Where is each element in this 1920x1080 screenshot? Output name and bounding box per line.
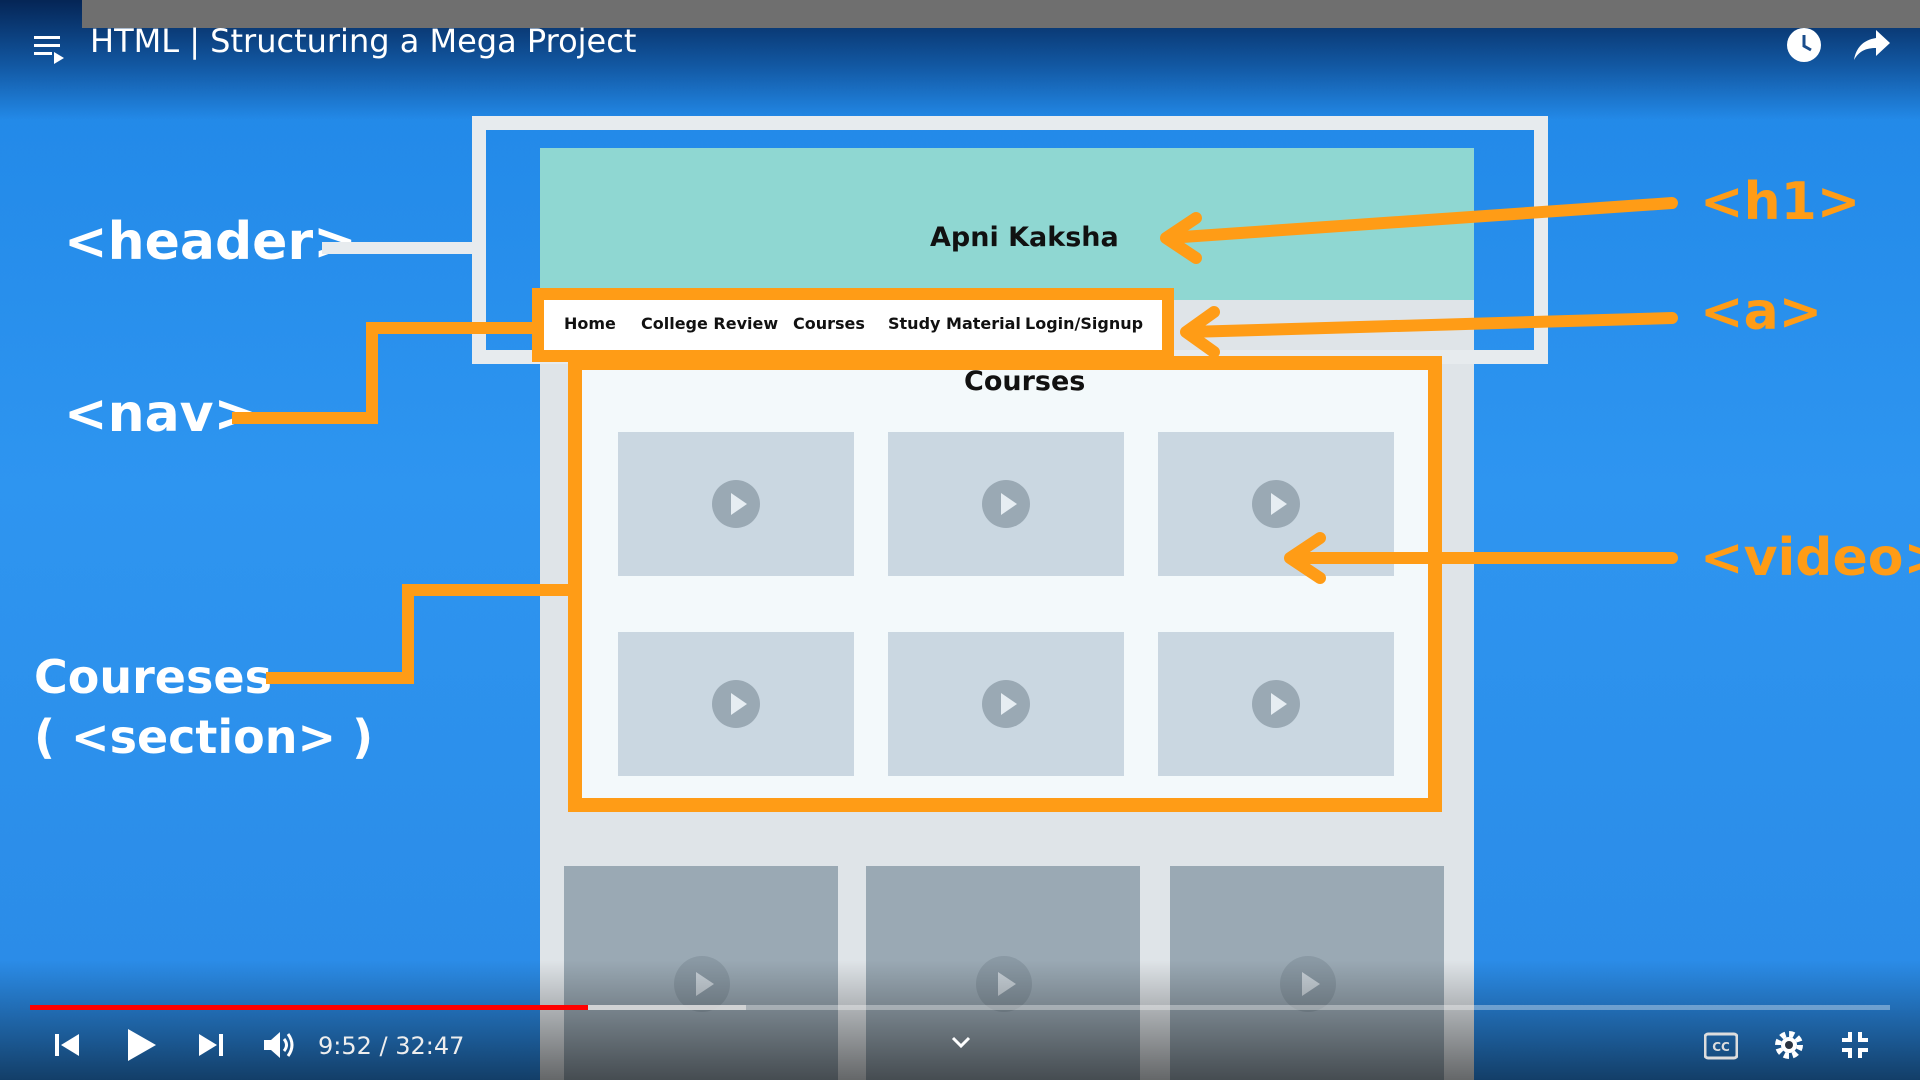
play-icon <box>982 480 1030 528</box>
h1-text: Apni Kaksha <box>930 222 1119 253</box>
skip-previous-icon[interactable] <box>52 1030 82 1064</box>
h1-label: <h1> <box>1700 172 1861 232</box>
video-title[interactable]: HTML | Structuring a Mega Project <box>90 22 637 60</box>
skip-next-icon[interactable] <box>196 1030 226 1064</box>
time-total: 32:47 <box>395 1032 465 1060</box>
nav-item-courses: Courses <box>793 314 865 333</box>
svg-text:CC: CC <box>1712 1040 1730 1054</box>
top-strip <box>82 0 1920 28</box>
header-label: <header> <box>64 212 357 272</box>
play-icon <box>1252 680 1300 728</box>
video-thumbnail <box>888 632 1124 776</box>
time-display: 9:52 / 32:47 <box>318 1032 464 1060</box>
share-icon[interactable] <box>1852 26 1892 64</box>
video-thumbnail <box>618 632 854 776</box>
play-icon <box>712 480 760 528</box>
nav-item-login-signup: Login/Signup <box>1025 314 1144 333</box>
section-connector <box>402 584 572 596</box>
section-connector <box>266 672 414 684</box>
nav-item-study-material: Study Material <box>888 314 1021 333</box>
exit-fullscreen-icon[interactable] <box>1840 1030 1870 1064</box>
video-label: <video> <box>1700 528 1920 588</box>
section-connector <box>402 584 414 684</box>
bottom-overlay <box>0 960 1920 1080</box>
time-current: 9:52 <box>318 1032 372 1060</box>
watch-later-icon[interactable] <box>1785 26 1823 64</box>
progress-bar[interactable] <box>30 1005 1890 1010</box>
play-icon[interactable] <box>124 1026 158 1068</box>
play-icon <box>712 680 760 728</box>
play-icon <box>982 680 1030 728</box>
nav-connector <box>366 322 536 334</box>
playlist-icon[interactable] <box>32 32 66 66</box>
settings-icon[interactable] <box>1772 1028 1806 1066</box>
a-label: <a> <box>1700 282 1823 342</box>
section-label-line2: ( <section> ) <box>34 710 374 764</box>
section-label-line1: Coureses <box>34 650 272 704</box>
progress-played <box>30 1005 588 1010</box>
header-connector <box>322 242 474 254</box>
nav-connector <box>366 322 378 424</box>
video-thumbnail <box>618 432 854 576</box>
nav-item-home: Home <box>564 314 616 333</box>
video-thumbnail <box>1158 632 1394 776</box>
video-thumbnail <box>888 432 1124 576</box>
chevron-down-icon[interactable] <box>950 1034 972 1053</box>
section-title: Courses <box>964 366 1086 397</box>
time-separator: / <box>371 1032 396 1060</box>
nav-connector <box>232 412 378 424</box>
captions-icon[interactable]: CC <box>1703 1032 1739 1064</box>
nav-item-college-review: College Review <box>641 314 779 333</box>
play-icon <box>1252 480 1300 528</box>
volume-icon[interactable] <box>262 1028 298 1066</box>
nav-label: <nav> <box>64 384 258 444</box>
